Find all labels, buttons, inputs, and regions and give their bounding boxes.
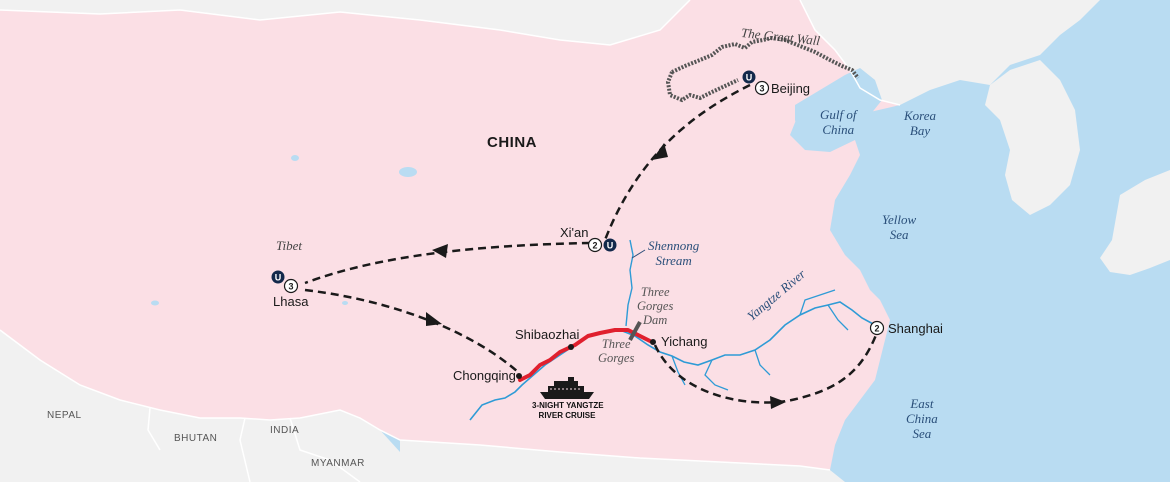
xian-label: Xi'an xyxy=(560,225,589,240)
three-gorges-dam-marker xyxy=(628,321,642,341)
cruise-route-line xyxy=(518,328,654,382)
beijing-nights-badge xyxy=(754,80,770,96)
route-yichang-shanghai xyxy=(653,334,878,404)
yangtze-tributaries xyxy=(671,289,849,391)
shennong-leader xyxy=(631,249,646,259)
xian-stop-badge xyxy=(603,238,617,252)
shennong-stream-river xyxy=(625,239,634,327)
shibaozhai-dot xyxy=(568,344,574,350)
lhasa-nights-badge xyxy=(283,278,299,294)
lhasa-badges: U 3 xyxy=(271,270,299,294)
nepal-label: NEPAL xyxy=(47,410,82,421)
svg-text:2: 2 xyxy=(874,324,879,334)
bhutan-label: BHUTAN xyxy=(174,433,218,444)
shibaozhai-label: Shibaozhai xyxy=(515,327,580,342)
svg-text:3: 3 xyxy=(759,84,764,94)
beijing-badges: U 3 xyxy=(742,70,770,96)
yichang-label: Yichang xyxy=(661,334,708,349)
lake-small-2 xyxy=(151,300,159,306)
cruise-ship-icon xyxy=(540,377,594,399)
northeast-land-area xyxy=(800,0,1100,105)
japan-area xyxy=(1100,170,1170,275)
svg-text:U: U xyxy=(275,273,282,283)
route-xian-lhasa xyxy=(304,241,591,285)
lhasa-stop-badge xyxy=(271,270,285,284)
chongqing-label: Chongqing xyxy=(453,368,516,383)
lake-small-3 xyxy=(342,301,348,305)
lake-small-1 xyxy=(291,155,299,161)
tibet-label: Tibet xyxy=(276,238,303,253)
svg-text:U: U xyxy=(607,241,614,251)
arrow-beijing-xian xyxy=(652,143,668,160)
xian-nights-badge xyxy=(587,237,603,253)
chongqing-dot xyxy=(516,373,522,379)
shanghai-label: Shanghai xyxy=(888,321,943,336)
lhasa-label: Lhasa xyxy=(273,294,309,309)
svg-text:3: 3 xyxy=(288,282,293,292)
south-asia-area xyxy=(0,330,400,482)
svg-text:2: 2 xyxy=(592,241,597,251)
shanghai-nights-badge xyxy=(869,320,885,336)
route-lhasa-chongqing xyxy=(304,288,519,373)
southeast-asia-area xyxy=(400,440,845,482)
border-lines xyxy=(0,0,901,482)
arrow-yichang-shanghai xyxy=(770,396,786,409)
lake-qinghai xyxy=(399,167,417,177)
beijing-stop-badge xyxy=(742,70,756,84)
korea-area xyxy=(985,60,1080,215)
svg-text:U: U xyxy=(746,73,753,83)
great-wall-line xyxy=(665,35,860,103)
india-label: INDIA xyxy=(270,425,300,436)
myanmar-label: MYANMAR xyxy=(311,458,365,469)
route-beijing-xian xyxy=(603,83,751,241)
travel-routes xyxy=(304,83,878,404)
china-label: CHINA xyxy=(487,134,537,151)
shanghai-badges: 2 xyxy=(869,320,885,336)
yichang-dot xyxy=(650,339,656,345)
yangtze-river xyxy=(469,301,876,421)
china-area xyxy=(0,0,900,470)
beijing-label: Beijing xyxy=(771,81,811,96)
arrow-lhasa-chongqing xyxy=(426,312,442,326)
xian-badges: 2 U xyxy=(587,237,617,253)
mongolia-area xyxy=(0,0,690,45)
arrow-xian-lhasa xyxy=(432,244,448,258)
